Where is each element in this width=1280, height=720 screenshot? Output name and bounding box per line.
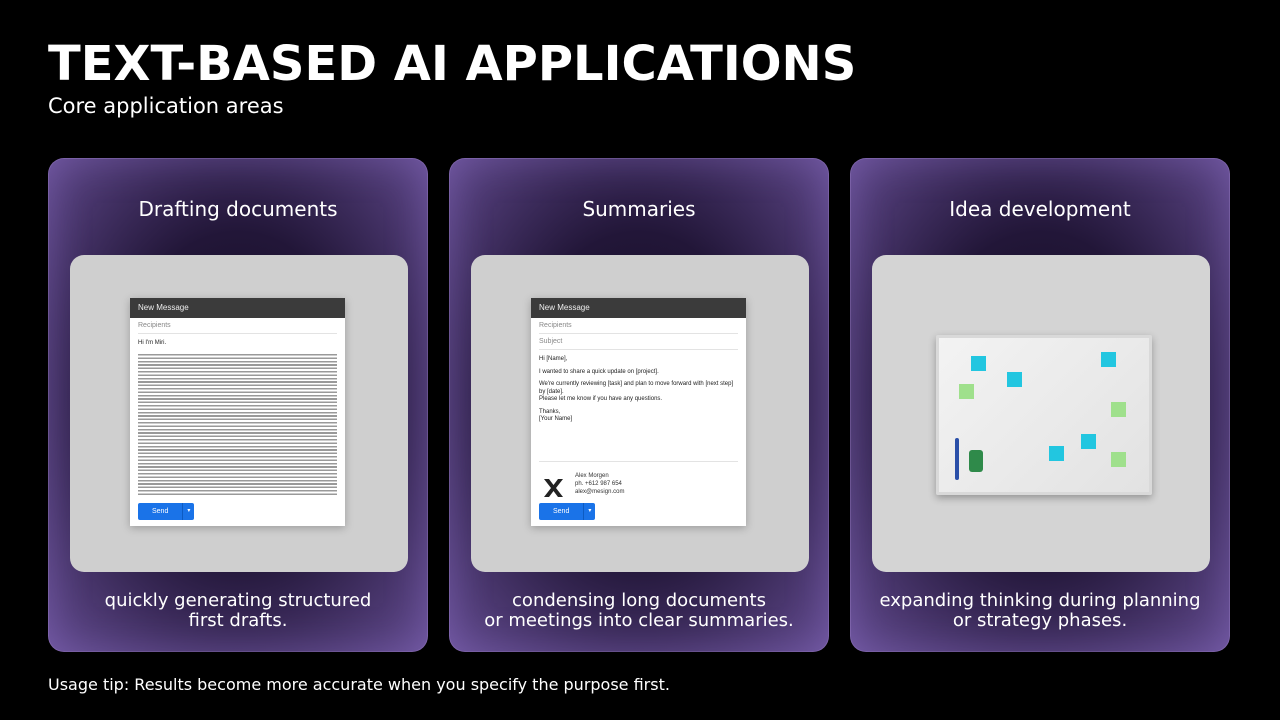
email-signature: Alex Morgen ph. +612 987 654 alex@mesign… bbox=[539, 461, 738, 500]
signature-phone: ph. +612 987 654 bbox=[575, 481, 622, 487]
whiteboard-eraser bbox=[969, 450, 983, 472]
window-title: New Message bbox=[130, 298, 345, 318]
sticky-note bbox=[1111, 402, 1126, 417]
description-line: first drafts. bbox=[188, 610, 288, 631]
card-title: Drafting documents bbox=[138, 197, 338, 221]
description-line: expanding thinking during planning bbox=[879, 590, 1201, 611]
email-line: I wanted to share a quick update on [pro… bbox=[539, 368, 659, 375]
window-title: New Message bbox=[531, 298, 746, 318]
email-greeting: Hi [Name], bbox=[539, 356, 568, 362]
recipients-field: Recipients bbox=[138, 318, 337, 334]
email-greeting: Hi I'm Miri. bbox=[138, 340, 167, 346]
signature-email: alex@mesign.com bbox=[575, 489, 625, 495]
description-line: quickly generating structured bbox=[104, 590, 372, 611]
send-button: Send bbox=[539, 503, 584, 520]
card-idea-development: Idea development expanding thinking duri… bbox=[850, 158, 1230, 652]
marker-pen bbox=[955, 438, 959, 480]
whiteboard-photo bbox=[872, 255, 1210, 572]
send-button-group: Send ▾ bbox=[539, 503, 596, 520]
sticky-note bbox=[971, 356, 986, 371]
subject-field: Subject bbox=[539, 334, 738, 350]
sticky-note bbox=[1007, 372, 1022, 387]
signature-name: Alex Morgen bbox=[575, 473, 609, 479]
chevron-down-icon: ▾ bbox=[182, 503, 195, 520]
page-title: TEXT-BASED AI APPLICATIONS bbox=[48, 36, 857, 92]
email-body-text bbox=[138, 353, 337, 496]
send-button: Send bbox=[138, 503, 183, 520]
card-summaries: Summaries New Message Recipients Subject… bbox=[449, 158, 829, 652]
send-button-group: Send ▾ bbox=[138, 503, 195, 520]
email-closing: Thanks, bbox=[539, 408, 561, 415]
sticky-note bbox=[1101, 352, 1116, 367]
card-description: condensing long documents or meetings in… bbox=[460, 591, 818, 631]
card-title: Summaries bbox=[582, 197, 696, 221]
brand-logo-icon bbox=[544, 479, 563, 497]
card-description: quickly generating structured first draf… bbox=[59, 591, 417, 631]
email-line: Please let me know if you have any quest… bbox=[539, 396, 663, 402]
sticky-note bbox=[1111, 452, 1126, 467]
description-line: condensing long documents bbox=[512, 590, 766, 611]
card-drafting-documents: Drafting documents New Message Recipient… bbox=[48, 158, 428, 652]
sticky-note bbox=[959, 384, 974, 399]
email-compose-window: New Message Recipients Hi I'm Miri. Send… bbox=[130, 298, 345, 526]
page-subtitle: Core application areas bbox=[48, 94, 284, 118]
recipients-field: Recipients bbox=[539, 318, 738, 334]
card-title: Idea development bbox=[949, 197, 1131, 221]
email-compose-window: New Message Recipients Subject Hi [Name]… bbox=[531, 298, 746, 526]
email-line: We're currently reviewing [task] and pla… bbox=[539, 381, 734, 395]
description-line: or meetings into clear summaries. bbox=[484, 610, 794, 631]
card-description: expanding thinking during planning or st… bbox=[861, 591, 1219, 631]
email-summary-screenshot: New Message Recipients Subject Hi [Name]… bbox=[471, 255, 809, 572]
sticky-note bbox=[1081, 434, 1096, 449]
chevron-down-icon: ▾ bbox=[583, 503, 596, 520]
sticky-note bbox=[1049, 446, 1064, 461]
whiteboard bbox=[936, 335, 1152, 495]
description-line: or strategy phases. bbox=[952, 610, 1128, 631]
email-draft-screenshot: New Message Recipients Hi I'm Miri. Send… bbox=[70, 255, 408, 572]
email-sender: [Your Name] bbox=[539, 416, 573, 422]
usage-tip: Usage tip: Results become more accurate … bbox=[48, 675, 670, 694]
